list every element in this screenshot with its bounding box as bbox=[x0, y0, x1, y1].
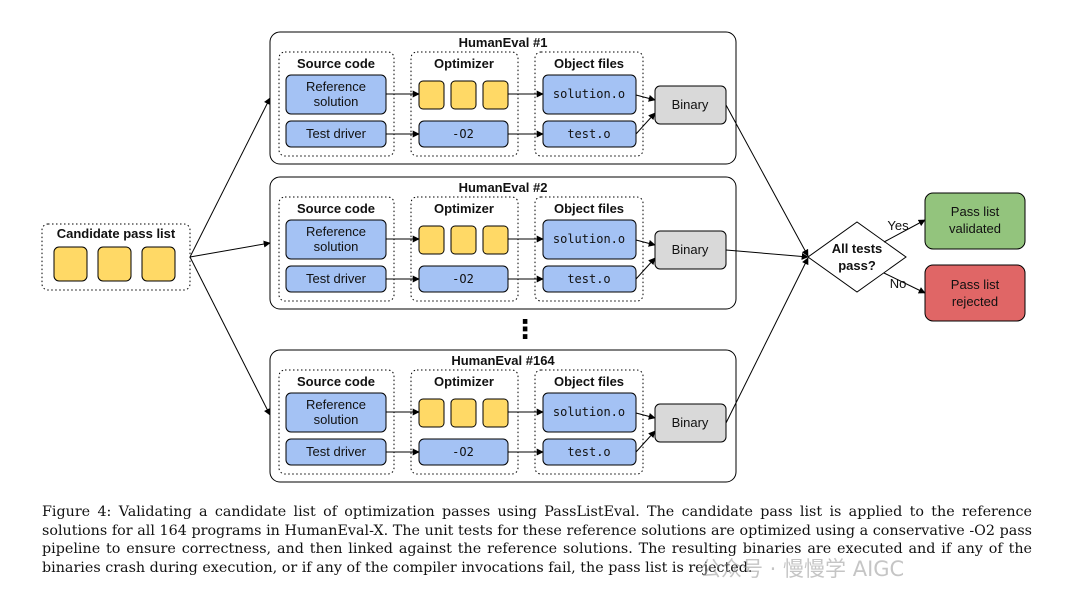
decision-diamond: All tests pass? bbox=[807, 221, 907, 293]
pass-block bbox=[97, 246, 132, 282]
rejected-label-line2: rejected bbox=[952, 294, 998, 309]
pass-block bbox=[418, 80, 445, 110]
reference-label-line1: Reference bbox=[306, 79, 366, 94]
reference-label-line2: solution bbox=[314, 94, 359, 109]
candidate-pass-list: Candidate pass list bbox=[41, 223, 191, 291]
group-source-label: Source code bbox=[297, 201, 375, 216]
humaneval-panel-2: HumanEval #2 Source code Optimizer Objec… bbox=[269, 176, 737, 310]
pass-block bbox=[482, 398, 509, 428]
group-objects-label: Object files bbox=[554, 374, 624, 389]
pass-block bbox=[450, 225, 477, 255]
group-source-label: Source code bbox=[297, 56, 375, 71]
figure-caption: Figure 4: Validating a candidate list of… bbox=[42, 504, 1032, 576]
binary-label: Binary bbox=[672, 415, 709, 430]
binary-label: Binary bbox=[672, 97, 709, 112]
candidate-arrows bbox=[189, 97, 271, 416]
decision-label-line2: pass? bbox=[838, 258, 876, 273]
validated-label-line1: Pass list bbox=[951, 204, 1000, 219]
watermark: 公众号 · 慢慢学 AIGC bbox=[700, 557, 905, 581]
rejected-label-line1: Pass list bbox=[951, 277, 1000, 292]
panel-title: HumanEval #1 bbox=[459, 35, 548, 50]
binary-label: Binary bbox=[672, 242, 709, 257]
test-driver-label: Test driver bbox=[306, 444, 367, 459]
group-objects-label: Object files bbox=[554, 56, 624, 71]
pass-block bbox=[141, 246, 176, 282]
decision-label-line1: All tests bbox=[832, 241, 883, 256]
group-optimizer-label: Optimizer bbox=[434, 374, 494, 389]
pass-block bbox=[53, 246, 88, 282]
humaneval-panel-1: HumanEval #1 Source code Optimizer Objec… bbox=[269, 31, 737, 165]
group-source-label: Source code bbox=[297, 374, 375, 389]
decision-arrows bbox=[883, 219, 926, 294]
test-o-label: test.o bbox=[567, 445, 610, 459]
o2-label: -O2 bbox=[452, 127, 474, 141]
pass-block bbox=[482, 80, 509, 110]
test-o-label: test.o bbox=[567, 127, 610, 141]
group-optimizer-label: Optimizer bbox=[434, 201, 494, 216]
solution-o-label: solution.o bbox=[553, 87, 625, 101]
panel-title: HumanEval #164 bbox=[451, 353, 555, 368]
test-o-label: test.o bbox=[567, 272, 610, 286]
test-driver-label: Test driver bbox=[306, 126, 367, 141]
candidate-title: Candidate pass list bbox=[57, 226, 176, 241]
reference-label-line1: Reference bbox=[306, 224, 366, 239]
humaneval-panel-164: HumanEval #164 Source code Optimizer Obj… bbox=[269, 349, 737, 483]
pass-block bbox=[418, 398, 445, 428]
group-objects-label: Object files bbox=[554, 201, 624, 216]
reference-label-line1: Reference bbox=[306, 397, 366, 412]
pass-block bbox=[450, 80, 477, 110]
o2-label: -O2 bbox=[452, 445, 474, 459]
yes-label: Yes bbox=[887, 218, 909, 233]
panel-title: HumanEval #2 bbox=[459, 180, 548, 195]
validated-label-line2: validated bbox=[949, 221, 1001, 236]
solution-o-label: solution.o bbox=[553, 405, 625, 419]
pass-block bbox=[482, 225, 509, 255]
pass-block bbox=[450, 398, 477, 428]
test-driver-label: Test driver bbox=[306, 271, 367, 286]
reference-label-line2: solution bbox=[314, 412, 359, 427]
no-label: No bbox=[890, 276, 907, 291]
solution-o-label: solution.o bbox=[553, 232, 625, 246]
reference-label-line2: solution bbox=[314, 239, 359, 254]
o2-label: -O2 bbox=[452, 272, 474, 286]
pass-block bbox=[418, 225, 445, 255]
ellipsis: ⋮ bbox=[512, 314, 538, 344]
outcome-rejected: Pass list rejected bbox=[924, 264, 1026, 322]
outcome-validated: Pass list validated bbox=[924, 192, 1026, 250]
binary-to-decision-arrows bbox=[725, 104, 809, 424]
group-optimizer-label: Optimizer bbox=[434, 56, 494, 71]
pipeline-diagram: Candidate pass list HumanEval #1 Source … bbox=[41, 31, 1026, 483]
